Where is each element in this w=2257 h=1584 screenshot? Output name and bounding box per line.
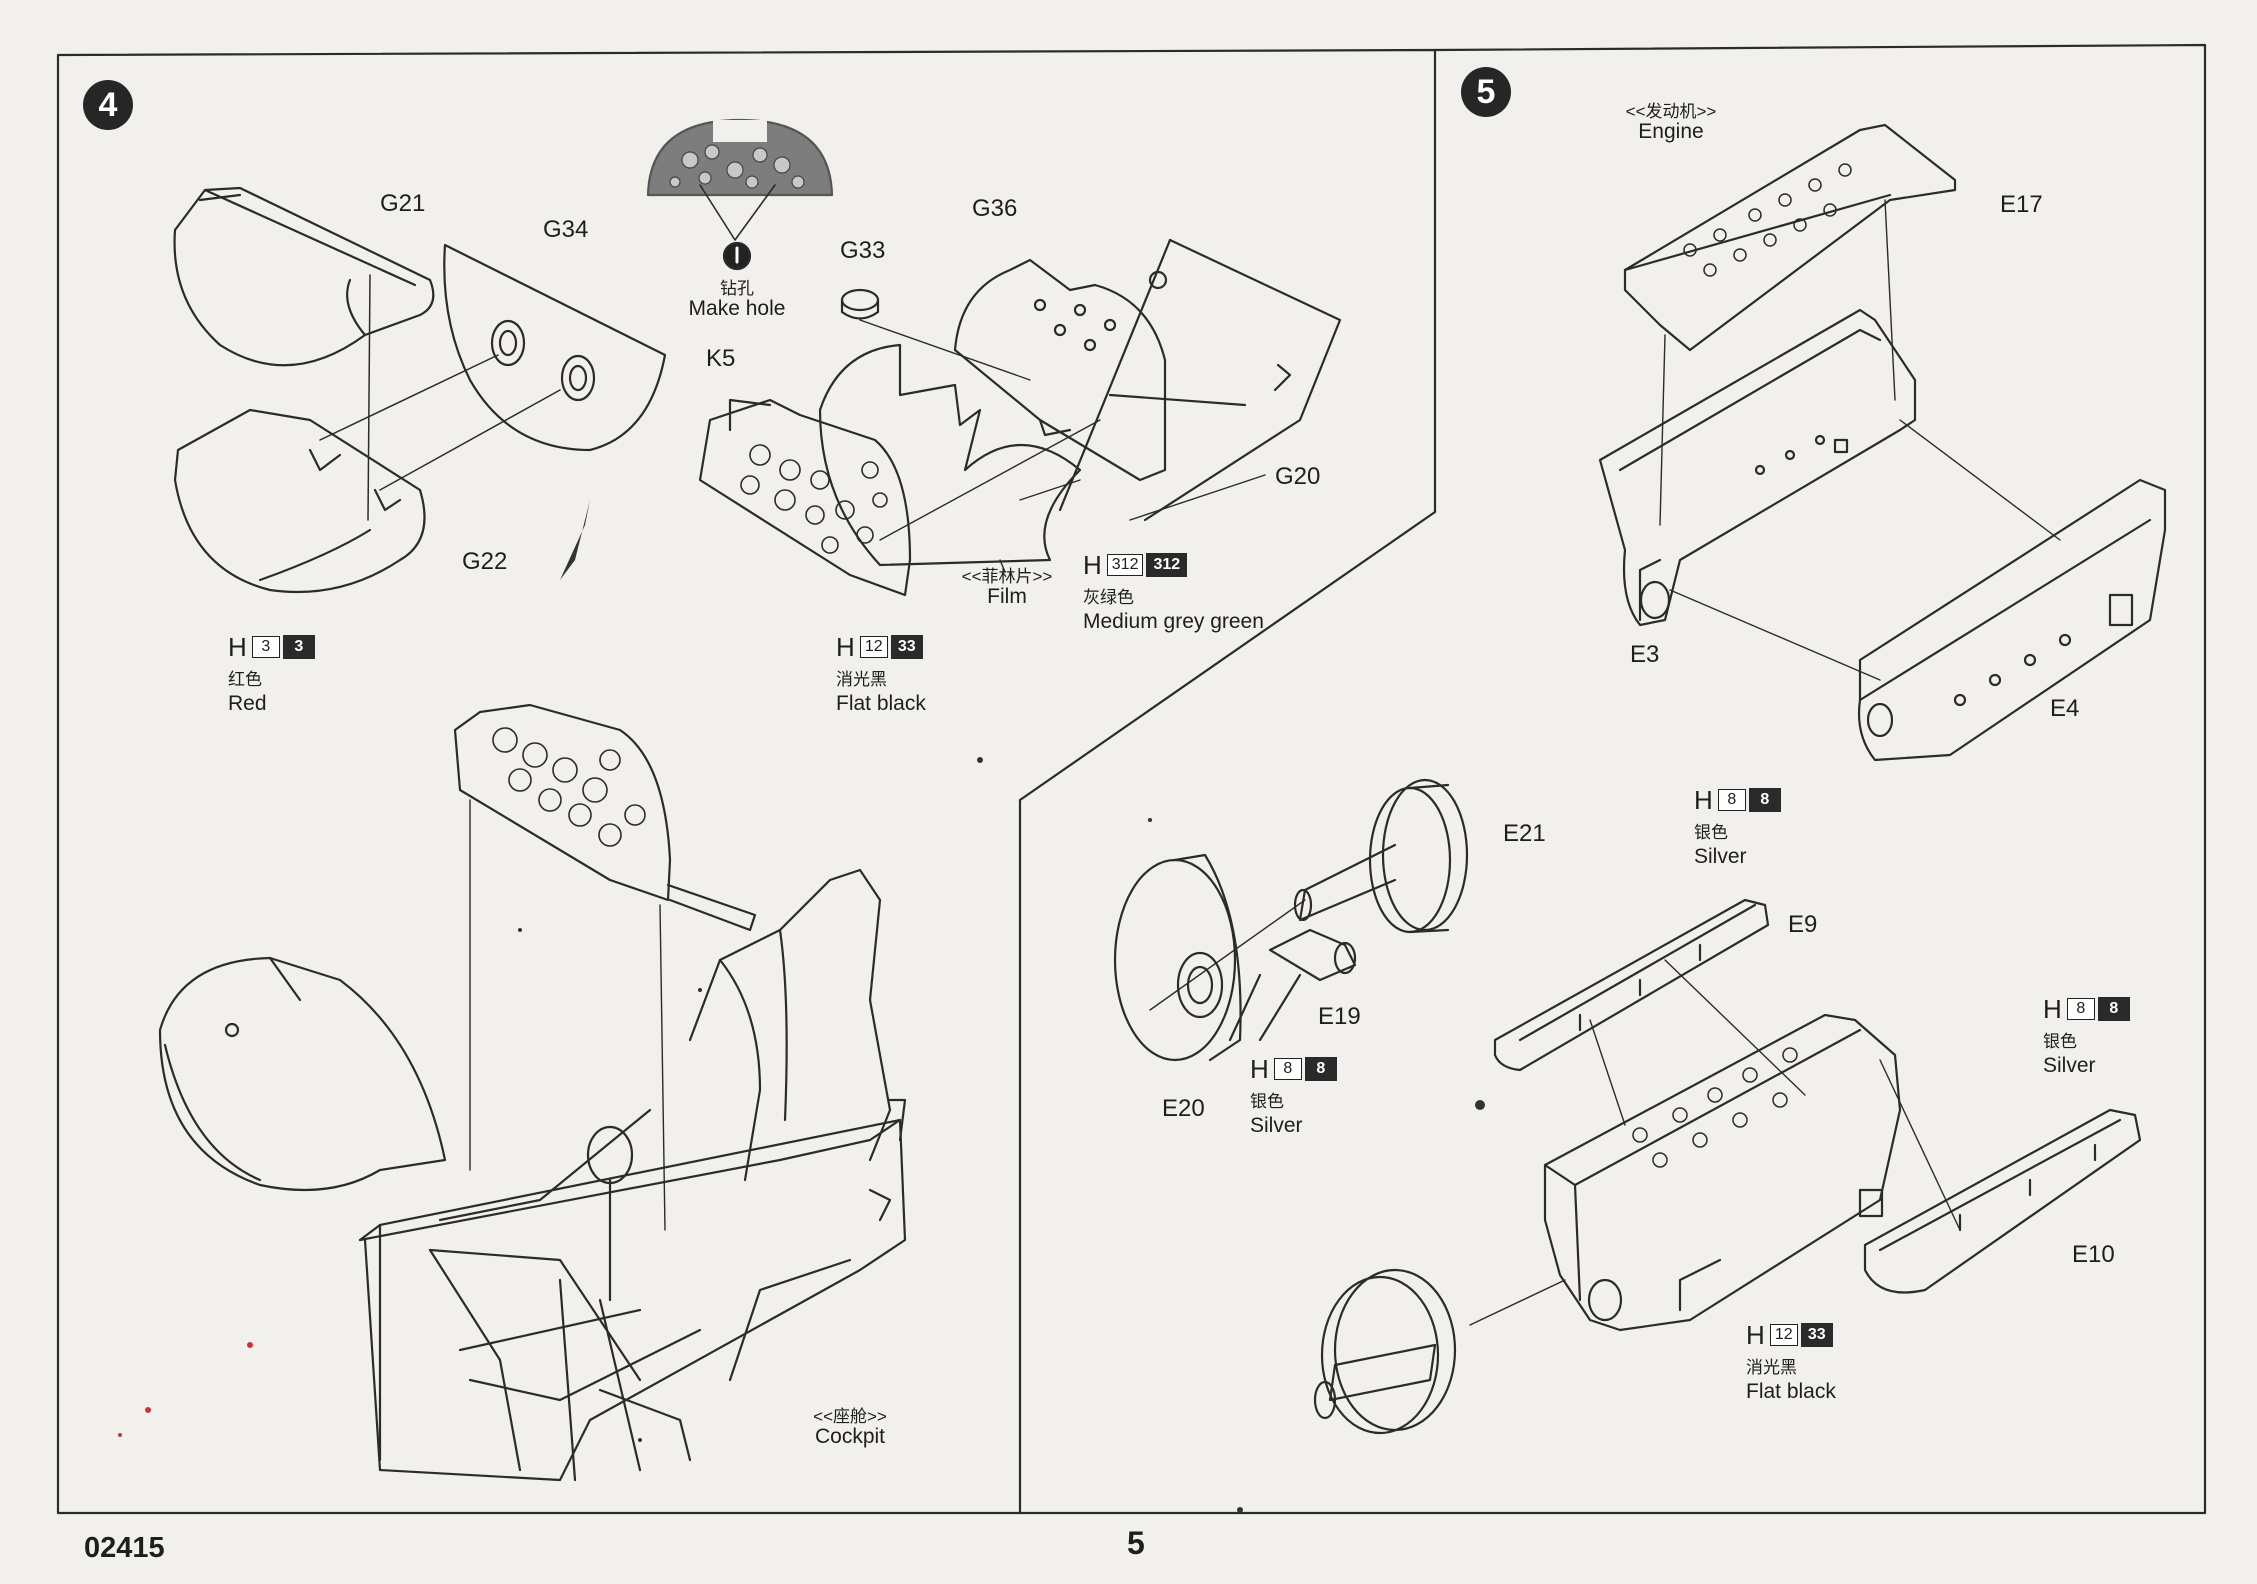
page-number: 5 — [1127, 1525, 1145, 1561]
paint-callout-silver-top: H 8 8 银色 Silver — [1694, 787, 1781, 869]
paint-code-b: 33 — [890, 635, 923, 659]
part-label-e9: E9 — [1788, 911, 1818, 938]
paint-letter: H — [836, 632, 855, 662]
step-5-number: 5 — [1461, 67, 1511, 117]
paint-letter: H — [1746, 1320, 1765, 1350]
paint-name-cn: 消光黑 — [836, 670, 887, 689]
part-e21-drawing — [1293, 778, 1469, 934]
part-g20-drawing — [1019, 238, 1342, 522]
paint-callout-flat-black-engine: H 12 33 消光黑 Flat black — [1746, 1322, 1836, 1404]
paint-name-cn: 银色 — [2043, 1032, 2077, 1051]
paint-code-a: 8 — [1273, 1058, 1302, 1080]
paint-callout-silver-left: H 8 8 银色 Silver — [1250, 1056, 1337, 1138]
ink-speckles — [518, 500, 1485, 1513]
cockpit-assembly-drawing — [158, 703, 907, 1482]
paint-name-en: Flat black — [836, 692, 926, 715]
paint-code-a: 12 — [859, 636, 888, 658]
cockpit-cn: <<座舱>> — [813, 1407, 887, 1426]
paint-letter: H — [2043, 994, 2062, 1024]
cockpit-en: Cockpit — [814, 1424, 886, 1448]
part-e4-drawing — [1857, 478, 2167, 762]
paint-name-en: Silver — [2043, 1054, 2096, 1077]
paint-code-a: 8 — [2066, 998, 2095, 1020]
part-label-e21: E21 — [1503, 820, 1546, 847]
paint-code-a: 312 — [1106, 554, 1144, 576]
part-label-e20: E20 — [1162, 1095, 1205, 1122]
part-label-g36: G36 — [972, 195, 1018, 222]
film-label: <<菲林片>> Film — [962, 568, 1053, 608]
part-label-e19: E19 — [1318, 1003, 1361, 1030]
engine-assembly-drawing — [1543, 1013, 1902, 1332]
paint-name-cn: 银色 — [1694, 823, 1728, 842]
paint-letter: H — [1250, 1054, 1269, 1084]
film-drawing — [818, 343, 1082, 567]
paint-code-b: 3 — [282, 635, 315, 659]
kit-code: 02415 — [84, 1532, 165, 1564]
red-speckles — [118, 1342, 253, 1437]
paint-code-b: 8 — [1304, 1057, 1337, 1081]
step-4-number: 4 — [83, 80, 133, 130]
instrument-panel-reference — [646, 118, 834, 241]
paint-code-b: 8 — [2097, 997, 2130, 1021]
paint-callout-silver-right: H 8 8 银色 Silver — [2043, 996, 2130, 1078]
paint-name-en: Silver — [1694, 845, 1747, 868]
engine-cn: <<发动机>> — [1625, 102, 1717, 121]
lower-gear-drawing — [1313, 1268, 1566, 1435]
paint-name-cn: 消光黑 — [1746, 1358, 1797, 1377]
paint-letter: H — [1694, 785, 1713, 815]
part-g34-drawing — [443, 243, 667, 452]
paint-name-en: Red — [228, 692, 267, 715]
paint-letter: H — [1083, 550, 1102, 580]
paint-code-a: 3 — [251, 636, 280, 658]
paint-code-a: 12 — [1769, 1324, 1798, 1346]
part-label-e10: E10 — [2072, 1241, 2115, 1268]
paint-name-cn: 灰绿色 — [1083, 588, 1134, 607]
cockpit-label: <<座舱>> Cockpit — [813, 1408, 887, 1448]
part-label-e4: E4 — [2050, 695, 2080, 722]
part-label-g20: G20 — [1275, 463, 1321, 490]
part-label-g21: G21 — [380, 190, 426, 217]
film-en: Film — [987, 584, 1027, 608]
paint-name-cn: 红色 — [228, 670, 262, 689]
make-hole-en: Make hole — [688, 296, 786, 320]
engine-label: <<发动机>> Engine — [1626, 103, 1717, 143]
part-e3-drawing — [1598, 308, 1917, 627]
paint-code-b: 33 — [1800, 1323, 1833, 1347]
engine-en: Engine — [1638, 119, 1704, 143]
paint-letter: H — [228, 632, 247, 662]
part-e19-drawing — [1228, 928, 1357, 1042]
part-label-g34: G34 — [543, 216, 589, 243]
paint-name-en: Medium grey green — [1083, 610, 1264, 633]
paint-code-b: 8 — [1748, 788, 1781, 812]
paint-name-cn: 银色 — [1250, 1092, 1284, 1111]
part-k5-drawing — [698, 398, 912, 597]
paint-callout-flat-black: H 12 33 消光黑 Flat black — [836, 634, 926, 716]
paint-callout-red: H 3 3 红色 Red — [228, 634, 315, 716]
part-e20-drawing — [1113, 853, 1242, 1062]
make-hole-cn: 钻孔 — [719, 279, 754, 298]
part-label-e3: E3 — [1630, 641, 1660, 668]
part-g21-drawing — [173, 186, 435, 367]
film-cn: <<菲林片>> — [961, 567, 1053, 586]
part-e9-drawing — [1493, 898, 1770, 1072]
part-g22-drawing — [173, 408, 426, 594]
part-g36-drawing — [953, 258, 1167, 482]
part-e17-drawing — [1623, 123, 1957, 352]
part-label-g22: G22 — [462, 548, 508, 575]
part-label-k5: K5 — [706, 345, 736, 372]
paint-callout-medium-grey-green: H 312 312 灰绿色 Medium grey green — [1083, 552, 1264, 634]
make-hole-note: 钻孔 Make hole — [689, 280, 786, 320]
part-label-g33: G33 — [840, 237, 886, 264]
paint-code-b: 312 — [1146, 553, 1188, 577]
paint-name-en: Flat black — [1746, 1380, 1836, 1403]
part-g33-drawing — [840, 288, 1031, 381]
step5-panel-border — [1018, 43, 2207, 1515]
part-label-e17: E17 — [2000, 191, 2043, 218]
paint-name-en: Silver — [1250, 1114, 1303, 1137]
step4-panel-border — [56, 48, 1437, 1515]
part-e10-drawing — [1863, 1108, 2142, 1294]
paint-code-a: 8 — [1717, 789, 1746, 811]
